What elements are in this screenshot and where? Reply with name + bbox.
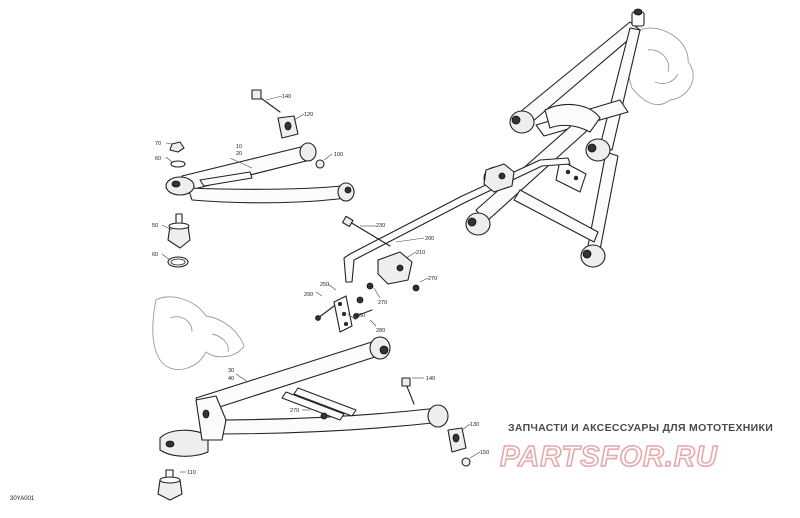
sway-bar-bushing-upper (483, 163, 515, 193)
callout-60-lower: 60 (152, 252, 158, 258)
lower-arm-brace (281, 391, 345, 421)
callout-130: 130 (470, 422, 479, 428)
frame-bushing-2 (585, 138, 611, 162)
leader-lines (161, 95, 481, 473)
callout-270-a: 270 (428, 276, 437, 282)
frame-bushing-1 (509, 110, 535, 134)
callout-110: 110 (187, 470, 196, 476)
lower-arm-bushing-front (369, 336, 391, 360)
callout-270-c: 270 (290, 408, 299, 414)
frame-plate (544, 103, 601, 133)
sway-link-280 (333, 295, 353, 333)
callout-120: 120 (304, 112, 313, 118)
callout-280: 280 (376, 328, 385, 334)
washer-60-upper (170, 160, 186, 168)
lower-arm-brace-2 (293, 387, 357, 417)
callout-20: 20 (236, 151, 242, 157)
frame-lower-tube (513, 189, 599, 243)
bolt-290 (315, 305, 335, 321)
bushing-120 (277, 115, 299, 139)
frame-bushing-3 (465, 212, 491, 236)
callout-140-lower: 140 (426, 376, 435, 382)
upper-arm-bushing-front (299, 142, 317, 162)
callout-210: 210 (416, 250, 425, 256)
nut-150 (461, 457, 471, 467)
watermark-tagline: ЗАПЧАСТИ И АКСЕССУАРЫ ДЛЯ МОТОТЕХНИКИ (508, 422, 774, 434)
reference-code: 30YA001 (10, 496, 35, 502)
callout-70: 70 (155, 141, 161, 147)
knuckle-ghost-lower (152, 296, 245, 370)
bolt-260 (353, 309, 373, 319)
callout-140-upper: 140 (282, 94, 291, 100)
callout-270-b: 270 (378, 300, 387, 306)
ball-joint-110 (157, 469, 183, 501)
callout-290: 290 (304, 292, 313, 298)
callout-200: 200 (425, 236, 434, 242)
upper-ball-joint-right (631, 8, 645, 27)
upper-arm-bushing-rear (337, 182, 355, 202)
upper-arm-ball-mount (165, 176, 195, 196)
sway-bar (315, 157, 571, 333)
callout-40: 40 (228, 376, 234, 382)
callout-230: 230 (376, 223, 385, 229)
bushing-130 (447, 427, 467, 453)
callout-250: 250 (320, 282, 329, 288)
callout-30: 30 (228, 368, 234, 374)
callout-60-upper: 60 (155, 156, 161, 162)
frame-bracket (555, 159, 587, 193)
bolt-140-lower (401, 377, 415, 405)
lower-arm-bushing-rear (427, 404, 449, 428)
upper-arm-front-tube (181, 145, 311, 191)
lower-a-arm (159, 336, 471, 467)
watermark-brand: PARTSFOR.RU (500, 441, 718, 473)
upper-arm-rear-tube (187, 185, 347, 204)
circlip-60 (167, 256, 189, 268)
callout-260: 260 (356, 313, 365, 319)
nut-270-a (356, 282, 420, 304)
callout-100: 100 (334, 152, 343, 158)
nut-270-lower (320, 412, 328, 420)
callout-10: 10 (236, 144, 242, 150)
lower-arm-ball-mount (159, 395, 227, 457)
nut-70 (169, 141, 185, 153)
upper-a-arm (165, 89, 355, 204)
upper-arm-cross (199, 171, 253, 187)
bolt-230 (341, 215, 391, 247)
sway-bar-bushing-210 (377, 251, 413, 285)
sway-bar-rod (343, 157, 571, 283)
frame-bushing-4 (580, 244, 606, 268)
bolt-140-upper (251, 89, 281, 113)
frame-assembly (465, 8, 694, 268)
ball-joint-50 (167, 213, 191, 249)
callout-50: 50 (152, 223, 158, 229)
callout-150: 150 (480, 450, 489, 456)
callouts: 140 120 70 60 10 20 100 50 60 230 200 21… (152, 94, 489, 476)
nut-100 (315, 159, 325, 169)
